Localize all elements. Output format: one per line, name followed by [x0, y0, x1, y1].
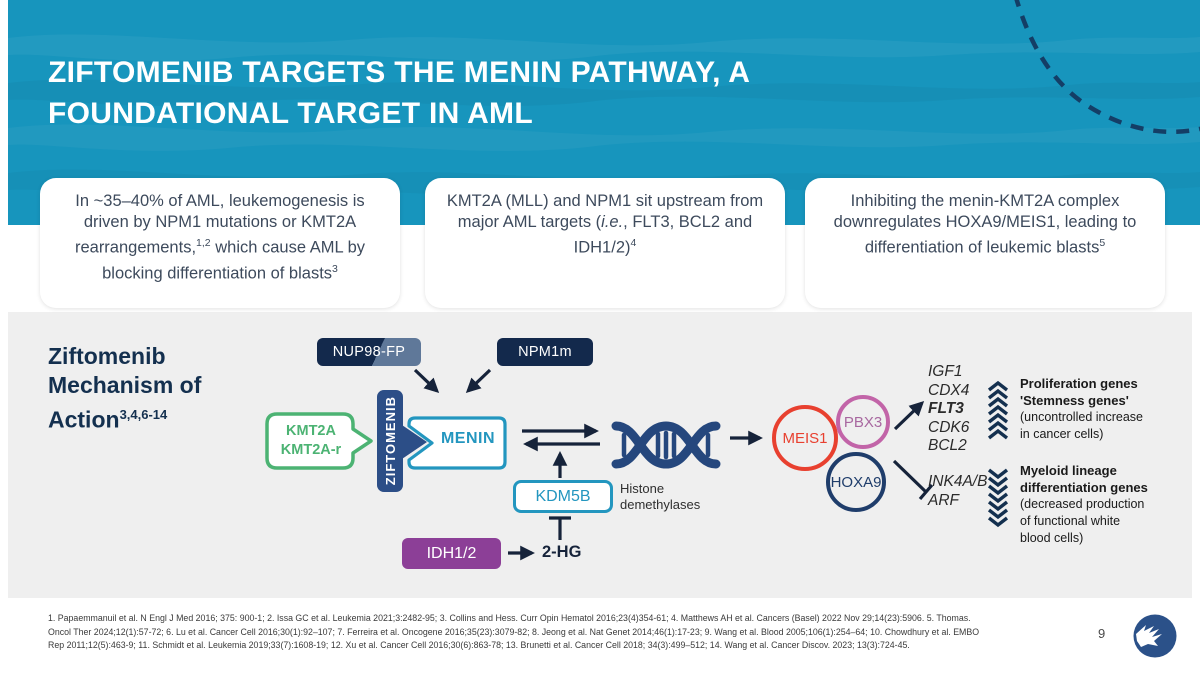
node-nup98-fp-label: NUP98-FP	[332, 344, 406, 360]
gene-bcl2: BCL2	[928, 437, 967, 454]
arrow-nup98-to-menin	[413, 368, 440, 394]
node-kmt2a: KMT2A KMT2A-r	[269, 422, 353, 460]
wave-pattern-decoration	[8, 0, 1200, 151]
node-idh1-2: IDH1/2	[402, 538, 501, 569]
arrow-npm1m-to-menin	[465, 368, 492, 394]
proliferation-annotation-title2: 'Stemness genes'	[1020, 393, 1129, 408]
myeloid-annotation-title1: Myeloid lineage	[1020, 463, 1117, 478]
references-line2: Oncol Ther 2024;12(1):57-72; 6. Lu et al…	[48, 626, 980, 637]
up-chevrons-icon	[987, 380, 1009, 440]
diagram-connectors	[413, 368, 1009, 561]
page-title-line2: FOUNDATIONAL TARGET IN AML	[48, 97, 533, 130]
callout-leukemogenesis-text: In ~35–40% of AML, leukemogenesis is dri…	[74, 192, 366, 282]
node-menin-label: MENIN	[440, 430, 496, 447]
page-title: ZIFTOMENIB TARGETS THE MENIN PATHWAY, A …	[48, 52, 750, 134]
gene-arf: ARF	[928, 491, 959, 509]
proliferation-annotation: Proliferation genes 'Stemness genes' (un…	[1020, 375, 1170, 443]
node-pbx3: PBX3	[836, 395, 890, 449]
inhibit-bar-hoxa9-genes	[918, 483, 934, 501]
node-nup98-fp: NUP98-FP	[317, 338, 421, 366]
proliferation-annotation-desc1: (uncontrolled increase	[1020, 410, 1143, 424]
node-meis1-label: MEIS1	[782, 429, 828, 447]
page-title-line1: ZIFTOMENIB TARGETS THE MENIN PATHWAY, A	[48, 56, 751, 89]
mechanism-title-line3: Action	[48, 406, 120, 433]
gene-cdk6: CDK6	[928, 418, 970, 436]
node-kmt2a-shape	[265, 412, 373, 470]
myeloid-annotation: Myeloid lineage differentiation genes (d…	[1020, 462, 1170, 547]
histone-demethylases-label: Histone demethylases	[620, 481, 701, 512]
callout-upstream-targets-text: KMT2A (MLL) and NPM1 sit upstream from m…	[446, 192, 764, 257]
gene-igf1: IGF1	[928, 363, 963, 380]
node-hoxa9-label: HOXA9	[830, 473, 882, 491]
references: 1. Papaemmanuil et al. N Engl J Med 2016…	[48, 612, 1078, 653]
page-number: 9	[1098, 626, 1106, 641]
myeloid-annotation-desc3: blood cells)	[1020, 531, 1084, 545]
inhibit-line-hoxa9-genes	[892, 459, 928, 494]
references-line1: 1. Papaemmanuil et al. N Engl J Med 2016…	[48, 613, 971, 623]
node-ziftomenib-label: ZIFTOMENIB	[382, 396, 398, 486]
node-kdm5b-label: KDM5B	[535, 487, 591, 505]
gene-cdx4: CDX4	[928, 381, 970, 399]
node-ziftomenib: ZIFTOMENIB	[377, 390, 403, 492]
myeloid-annotation-desc2: of functional white	[1020, 514, 1121, 528]
gene-flt3: FLT3	[928, 400, 964, 417]
kura-logo-icon	[1132, 613, 1178, 664]
node-menin: MENIN	[432, 430, 504, 448]
node-pbx3-label: PBX3	[843, 413, 883, 431]
arrow-pbx3-to-genes	[893, 400, 925, 431]
callout-leukemogenesis: In ~35–40% of AML, leukemogenesis is dri…	[40, 178, 400, 308]
node-npm1m: NPM1m	[497, 338, 593, 366]
callout-upstream-targets: KMT2A (MLL) and NPM1 sit upstream from m…	[425, 178, 785, 308]
differentiation-gene-list: INK4A/B ARF	[928, 473, 987, 510]
mechanism-title-line1: Ziftomenib	[48, 343, 166, 369]
callout-inhibiting-complex: Inhibiting the menin-KMT2A complex downr…	[805, 178, 1165, 308]
node-kdm5b: KDM5B	[513, 480, 613, 513]
references-line3: Rep 2011;12(5):463-9; 11. Schmidt et al.…	[48, 640, 910, 651]
mechanism-title-superscript: 3,4,6-14	[119, 407, 168, 422]
proliferation-gene-list: IGF1 CDX4 FLT3 CDK6 BCL2	[928, 363, 969, 456]
myeloid-annotation-desc1: (decreased production	[1020, 497, 1145, 511]
node-hoxa9: HOXA9	[826, 452, 886, 512]
dashed-arc-decoration	[1014, 0, 1200, 135]
mechanism-title-line2: Mechanism of	[48, 372, 202, 398]
node-meis1: MEIS1	[772, 405, 838, 471]
myeloid-annotation-title2: differentiation genes	[1020, 480, 1148, 495]
mechanism-diagram-panel: Ziftomenib Mechanism of Action3,4,6-14	[8, 312, 1192, 598]
dna-helix-icon	[611, 421, 721, 469]
callout-inhibiting-complex-text: Inhibiting the menin-KMT2A complex downr…	[833, 192, 1137, 257]
proliferation-annotation-title1: Proliferation genes	[1020, 376, 1138, 391]
gene-ink4ab: INK4A/B	[928, 473, 988, 490]
node-idh1-2-label: IDH1/2	[426, 544, 477, 562]
down-chevrons-icon	[987, 468, 1009, 528]
mechanism-title: Ziftomenib Mechanism of Action3,4,6-14	[48, 342, 201, 435]
proliferation-annotation-desc2: in cancer cells)	[1020, 427, 1104, 441]
node-kmt2a-label: KMT2A	[286, 423, 336, 439]
node-2hg-label: 2-HG	[542, 543, 582, 561]
node-npm1m-label: NPM1m	[518, 344, 572, 360]
node-menin-shape	[407, 416, 507, 470]
node-kmt2a-r-label: KMT2A-r	[280, 442, 342, 458]
